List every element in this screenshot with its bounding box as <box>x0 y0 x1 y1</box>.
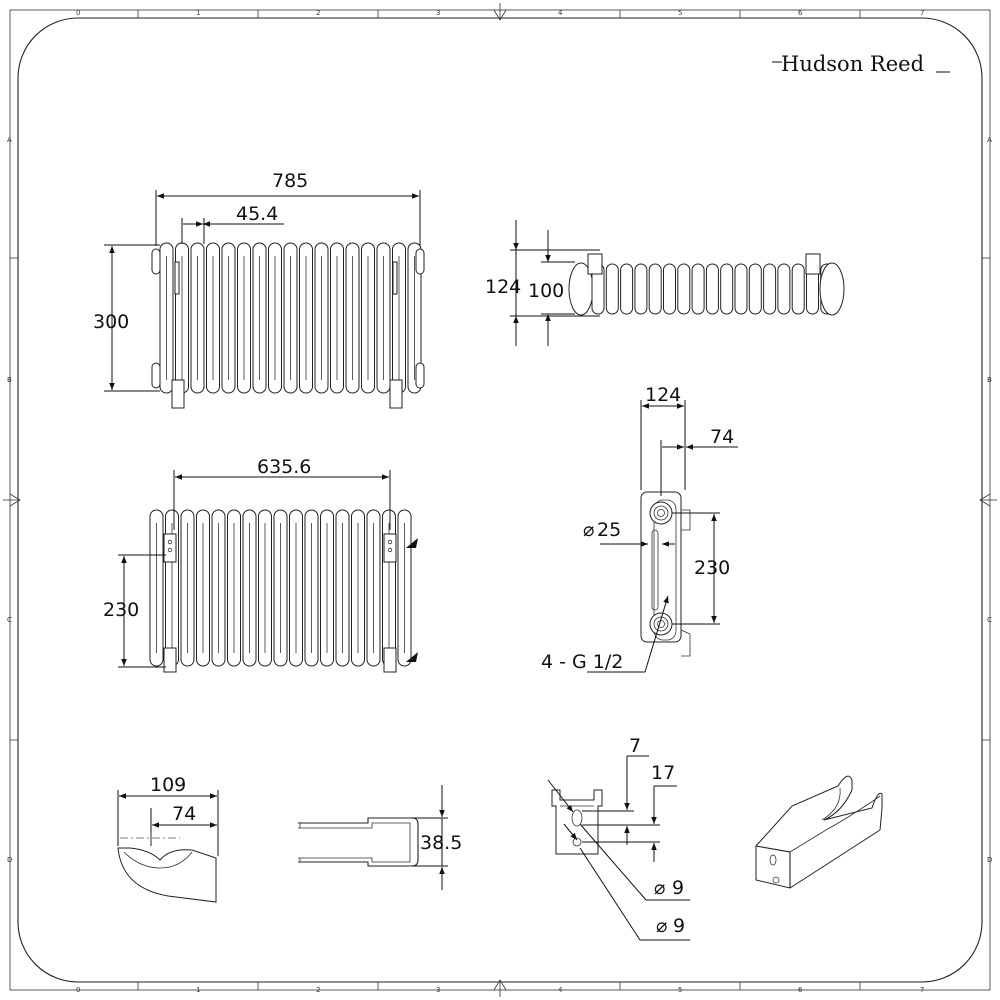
brand-logo: Hudson Reed <box>772 52 950 76</box>
grid-column-label-bottom: 3 <box>436 986 440 994</box>
dim-end-offset: 74 <box>710 426 734 448</box>
end-cap <box>819 262 845 316</box>
dim-bracket-width: 109 <box>150 774 186 796</box>
radiator-column <box>677 263 691 315</box>
grid-column-label-top: 1 <box>196 9 200 17</box>
radiator-column <box>748 263 762 315</box>
dim-rear-pipe-centres: 230 <box>103 599 139 621</box>
top-view: 124 100 <box>485 220 845 346</box>
dim-rear-centres: 635.6 <box>257 456 311 478</box>
grid-column-label-bottom: 6 <box>798 986 803 994</box>
grid-column-label-top: 0 <box>76 9 80 17</box>
dim-end-centres: 230 <box>694 557 730 579</box>
dim-hole-a-symbol: ⌀ <box>654 877 665 899</box>
dim-bracket-offset: 74 <box>172 803 196 825</box>
radiator-column <box>620 263 634 315</box>
grid-column-label-bottom: 1 <box>196 986 200 994</box>
rear-view: 635.6 230 <box>103 456 418 673</box>
radiator-column <box>791 263 805 315</box>
grid-row-label-right: C <box>987 616 992 624</box>
dim-hole-b: 9 <box>673 915 685 937</box>
bracket-plan: 38.5 <box>298 785 462 890</box>
grid-column-label-top: 5 <box>678 9 682 17</box>
dim-bracket-height: 38.5 <box>420 832 462 854</box>
dim-front-width: 785 <box>272 170 308 192</box>
grid-column-label-bottom: 0 <box>76 986 80 994</box>
front-view: 785 45.4 300 <box>93 170 425 409</box>
radiator-column <box>691 263 705 315</box>
dim-side-column-depth: 100 <box>528 280 564 302</box>
centre-marks <box>3 3 997 997</box>
dim-hole-a: 9 <box>672 877 684 899</box>
dim-column-pitch: 45.4 <box>236 203 278 225</box>
logo-text: Hudson Reed <box>781 52 924 76</box>
radiator-column <box>763 263 777 315</box>
grid-column-label-bottom: 5 <box>678 986 682 994</box>
grid-row-label-right: D <box>987 856 992 864</box>
grid-row-label-right: B <box>987 376 992 384</box>
grid-column-label-bottom: 7 <box>920 986 924 994</box>
radiator-column <box>777 263 791 315</box>
dim-hole-b-symbol: ⌀ <box>656 915 667 937</box>
grid-column-label-top: 7 <box>920 9 924 17</box>
bracket-elevation: 109 74 <box>117 774 219 903</box>
grid-row-label-left: C <box>7 616 12 624</box>
dim-end-port-dia: 25 <box>597 519 621 541</box>
dim-slot-pitch: 17 <box>651 762 675 784</box>
grid-column-label-top: 2 <box>316 9 320 17</box>
dim-front-height: 300 <box>93 311 129 333</box>
radiator-column <box>634 263 648 315</box>
grid-row-label-left: A <box>7 136 12 144</box>
radiator-column <box>648 263 662 315</box>
dim-side-depth: 124 <box>485 276 521 298</box>
radiator-column <box>734 263 748 315</box>
radiator-column <box>663 263 676 315</box>
radiator-column <box>705 263 719 315</box>
grid-column-label-top: 6 <box>798 9 803 17</box>
grid-column-label-bottom: 4 <box>558 986 563 994</box>
dim-port-diameter-symbol: ⌀ <box>583 519 594 541</box>
grid-row-label-right: A <box>987 136 992 144</box>
end-view: 124 74 230 ⌀ 25 4 - G 1/2 <box>541 384 738 673</box>
radiator-column <box>720 263 734 315</box>
radiator-column <box>605 263 619 315</box>
dim-end-depth: 124 <box>645 384 681 406</box>
grid-column-label-top: 3 <box>436 9 440 17</box>
grid-column-label-top: 4 <box>558 9 563 17</box>
bracket-isometric <box>755 775 883 889</box>
bracket-side: 7 17 ⌀ 9 ⌀ 9 <box>547 735 690 941</box>
dim-connections: 4 - G 1/2 <box>541 651 623 673</box>
dim-slot-width: 7 <box>629 735 641 757</box>
grid-row-label-left: B <box>7 376 12 384</box>
grid-row-label-left: D <box>7 856 12 864</box>
grid-column-label-bottom: 2 <box>316 986 320 994</box>
